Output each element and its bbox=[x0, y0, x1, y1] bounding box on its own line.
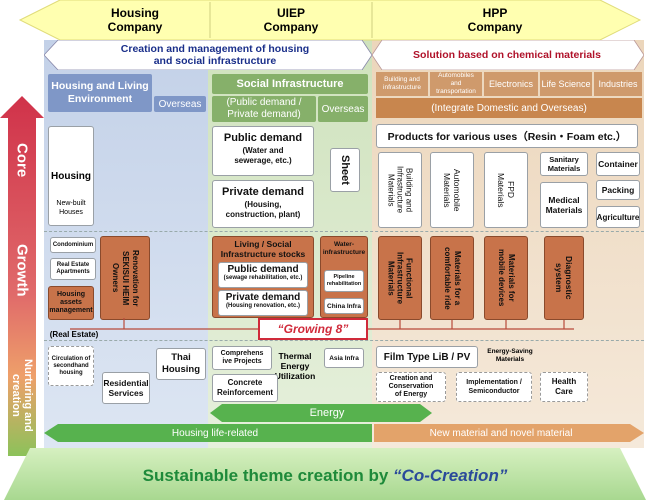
nurt-residential: Residential Services bbox=[102, 372, 150, 404]
cat-housing-living: Housing and Living Environment bbox=[48, 74, 152, 112]
arrow-housing-life: Housing life-related bbox=[171, 427, 259, 439]
growth-real-estate-apartments: Real Estate Apartments bbox=[50, 258, 96, 280]
growth-private-demand: Private demand (Housing renovation, etc.… bbox=[218, 290, 308, 316]
cat-integrate: (Integrate Domestic and Overseas) bbox=[376, 98, 642, 118]
stage-nurturing: Nurturing and creation bbox=[10, 358, 34, 432]
nurt-creation-conservation: Creation and Conservation of Energy bbox=[376, 372, 446, 402]
cat-social-infra: Social Infrastructure bbox=[212, 74, 368, 94]
bottom-arrows bbox=[44, 404, 644, 442]
uiep-company-label: UIEP Company bbox=[263, 6, 319, 34]
nurt-concrete: Concrete Reinforcement bbox=[212, 374, 278, 402]
core-products: Products for various uses（Resin・Foam etc… bbox=[376, 124, 638, 148]
core-housing-box bbox=[48, 126, 94, 226]
arrow-energy: Energy bbox=[309, 407, 345, 419]
seg-building: Building and infrastructure bbox=[376, 72, 428, 96]
growth-private-demand-sub: (Housing renovation, etc.) bbox=[225, 303, 300, 309]
growth-housing-assets: Housing assets management bbox=[48, 286, 94, 320]
footer-title: Sustainable theme creation by “Co-Creati… bbox=[40, 456, 610, 496]
row-divider-growth bbox=[44, 340, 644, 341]
growth-public-demand: Public demand (sewage rehabilitation, et… bbox=[218, 262, 308, 288]
core-sanitary: Sanitary Materials bbox=[540, 152, 588, 176]
core-private-demand-sub: (Housing, construction, plant) bbox=[225, 200, 301, 219]
stage-core: Core bbox=[13, 142, 31, 178]
core-packing: Packing bbox=[596, 180, 640, 200]
cat-overseas-infra: Overseas bbox=[318, 96, 368, 122]
header-chemical: Solution based on chemical materials bbox=[413, 49, 601, 61]
seg-automobile: Automobiles and transportation bbox=[430, 72, 482, 96]
growth-public-demand-sub: (sewage rehabilitation, etc.) bbox=[223, 275, 303, 281]
header-arrows bbox=[44, 40, 644, 70]
core-sheet: Sheet bbox=[330, 148, 360, 192]
core-public-demand-sub: (Water and sewerage, etc.) bbox=[234, 146, 292, 165]
nurt-implementation: Implementation / Semiconductor bbox=[456, 372, 532, 402]
growth-mobile: Materials for mobile devices bbox=[484, 236, 528, 320]
seg-industries: Industries bbox=[594, 72, 642, 96]
growth-pipeline: Pipeline rehabilitation bbox=[324, 270, 364, 292]
nurt-thai-housing: Thai Housing bbox=[156, 348, 206, 380]
arrow-new-material: New material and novel material bbox=[429, 427, 573, 439]
header-housing-infra: Creation and management of housing and s… bbox=[120, 43, 310, 67]
core-medical: Medical Materials bbox=[540, 182, 588, 228]
stage-growth: Growth bbox=[13, 243, 31, 297]
growth-water-infra-title: Water- infrastructure bbox=[322, 241, 366, 256]
cat-overseas-housing: Overseas bbox=[154, 96, 206, 112]
growth-functional-infra: Functional Infrastructure Materials bbox=[378, 236, 422, 320]
growth-comfortable: Materials for a comfortable ride bbox=[430, 236, 474, 320]
nurt-health-care: Health Care bbox=[540, 372, 588, 402]
growth-condominium: Condominium bbox=[50, 237, 96, 253]
core-private-demand-title: Private demand bbox=[222, 186, 304, 198]
core-private-demand: Private demand (Housing, construction, p… bbox=[212, 180, 314, 228]
core-building-materials: Building and Infrastructure Materials bbox=[378, 152, 422, 228]
nurt-comprehensive: Comprehens ive Projects bbox=[212, 346, 272, 370]
hpp-company-label: HPP Company bbox=[467, 6, 523, 34]
row-divider-core bbox=[44, 231, 644, 232]
core-automobile-materials: Automobile Materials bbox=[430, 152, 474, 228]
nurt-asia-infra: Asia Infra bbox=[324, 348, 364, 368]
seg-electronics: Electronics bbox=[484, 72, 538, 96]
core-public-demand-title: Public demand bbox=[223, 132, 303, 144]
core-public-demand: Public demand (Water and sewerage, etc.) bbox=[212, 126, 314, 176]
core-agriculture: Agriculture bbox=[596, 206, 640, 228]
growth-public-demand-title: Public demand bbox=[227, 264, 299, 275]
footer-banner bbox=[4, 448, 646, 500]
housing-company-label: Housing Company bbox=[107, 6, 163, 34]
footer-highlight: “Co-Creation” bbox=[393, 466, 508, 485]
stage-arrow bbox=[0, 96, 44, 456]
core-housing-label: Housing bbox=[51, 170, 91, 182]
growth-living-social-title: Living / Social Infrastructure stocks bbox=[220, 239, 306, 259]
core-new-built: New-built Houses bbox=[56, 200, 86, 216]
core-fpd-materials: FPD Materials bbox=[484, 152, 528, 228]
cat-public-private: (Public demand / Private demand) bbox=[212, 96, 316, 122]
growing8-badge: “Growing 8” bbox=[258, 318, 368, 340]
nurt-thermal: Thermal Energy Utilization bbox=[274, 351, 316, 381]
nurt-film-type: Film Type LiB / PV bbox=[376, 346, 478, 368]
nurt-energy-saving: Energy-Saving Materials bbox=[487, 348, 533, 363]
seg-life-science: Life Science bbox=[540, 72, 592, 96]
growth-china-infra: China Infra bbox=[324, 298, 364, 314]
core-container: Container bbox=[596, 152, 640, 176]
growth-diagnostic: Diagnostic system bbox=[544, 236, 584, 320]
footer-prefix: Sustainable theme creation by bbox=[142, 466, 389, 485]
growth-renovation: Renovation for SEKISUI HEIM Owners bbox=[100, 236, 150, 320]
nurt-circulation: Circulation of secondhand housing bbox=[48, 346, 94, 386]
growth-private-demand-title: Private demand bbox=[225, 292, 301, 303]
growth-real-estate: (Real Estate) bbox=[49, 329, 99, 339]
